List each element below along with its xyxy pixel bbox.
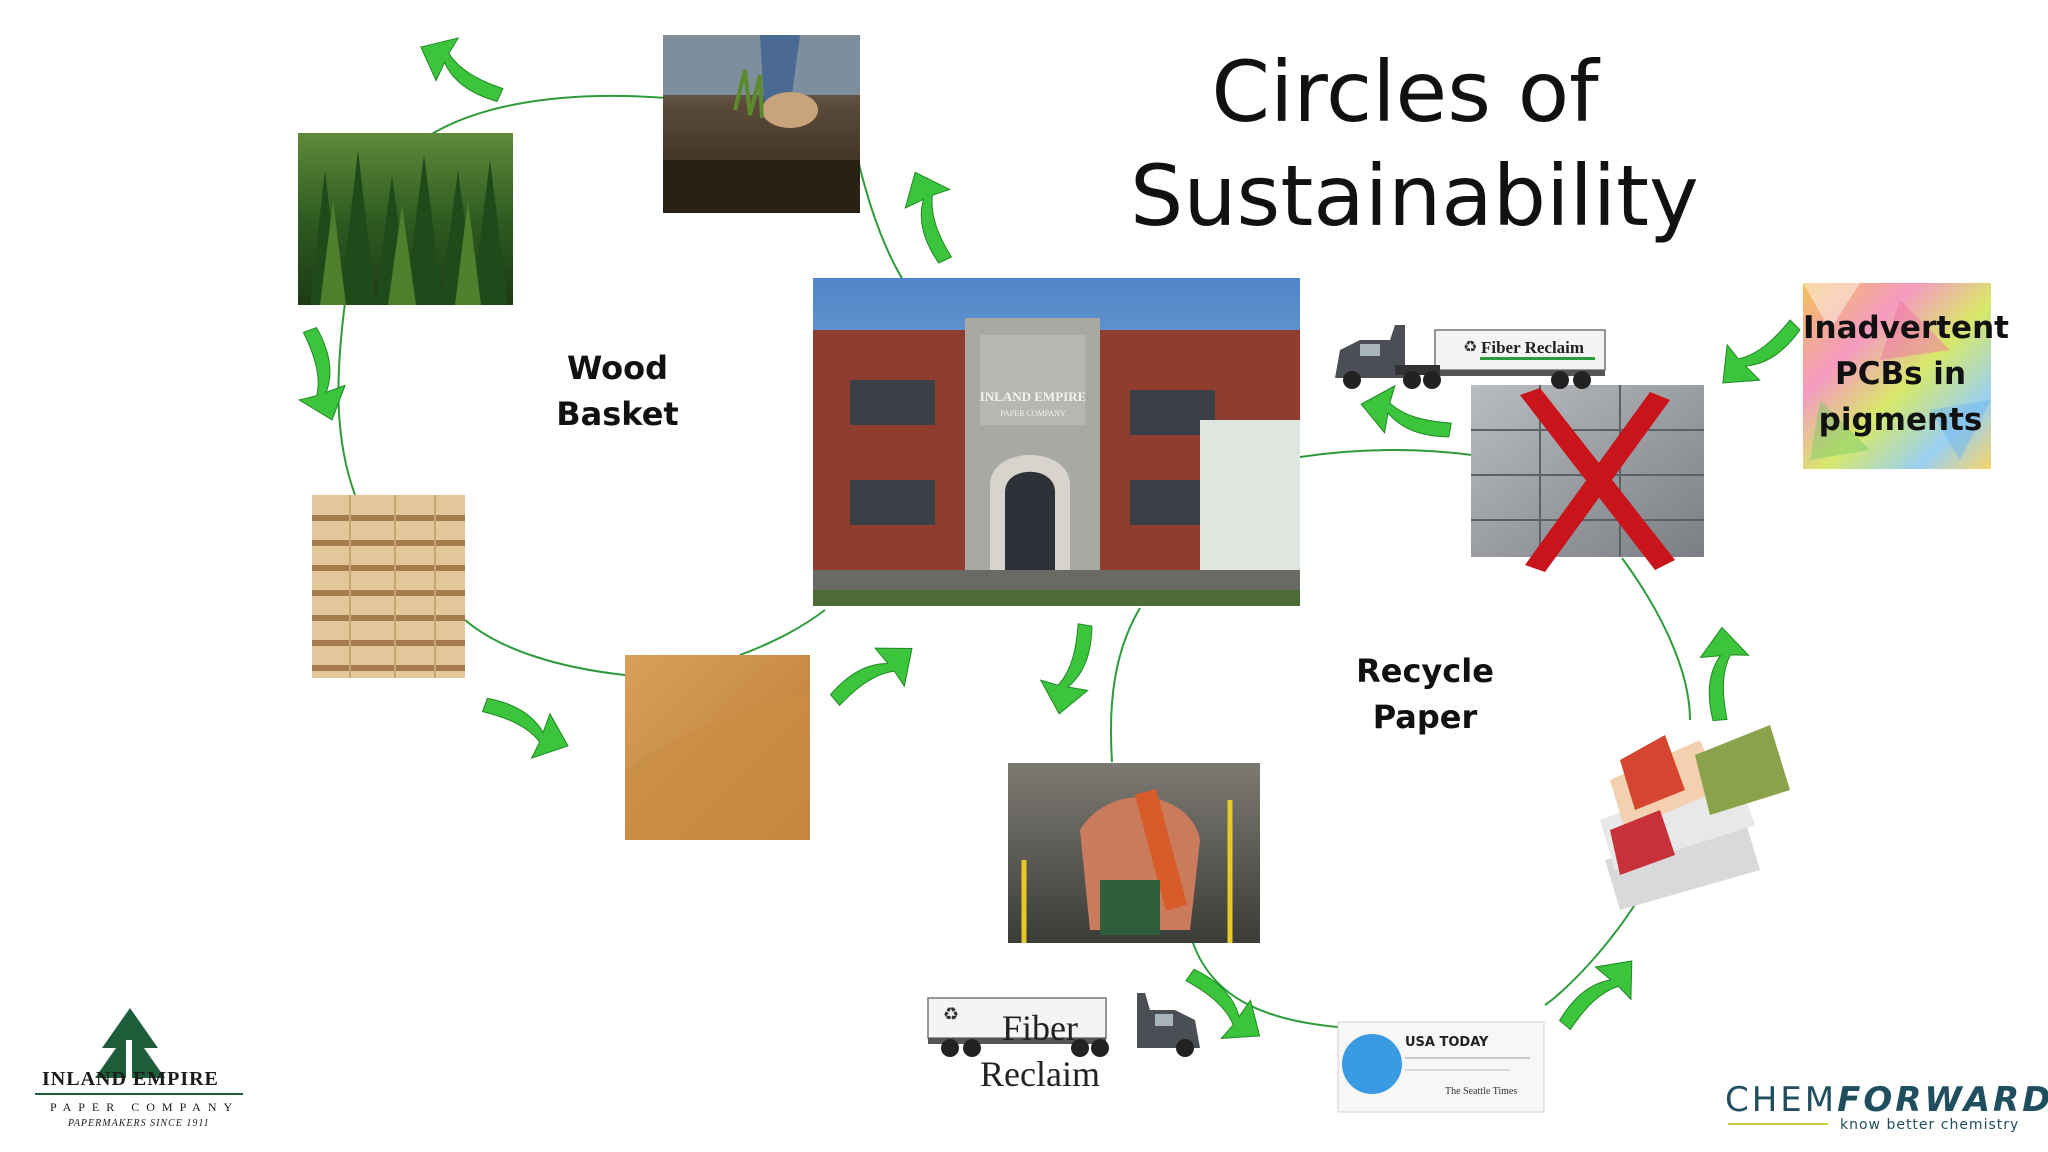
newspaper-photo: USA TODAY The Seattle Times (1337, 1021, 1545, 1113)
fiber-reclaim-truck-top: ♻ Fiber Reclaim (1335, 325, 1606, 389)
pcb-pigments-label: Inadvertent PCBs in pigments (1803, 310, 2009, 438)
mill-building-photo: INLAND EMPIRE PAPER COMPANY (813, 278, 1300, 606)
chemforward-tagline: know better chemistry (1840, 1117, 2020, 1133)
pcb-pigments-image (1803, 283, 1991, 469)
lumber-stack-photo (312, 495, 465, 678)
arrow-forest-to-lumber (297, 326, 346, 421)
arrow-mill-to-seedling (904, 171, 953, 264)
building-sign-line2: PAPER COMPANY (1000, 409, 1066, 418)
inland-empire-logo-name: INLAND EMPIRE (42, 1068, 219, 1090)
fiber-reclaim-truck-bottom: ♻ (927, 993, 1200, 1057)
newspaper-subtitle: The Seattle Times (1445, 1086, 1517, 1097)
arrow-newspaper-to-magazines (1558, 960, 1633, 1031)
wood-basket-label: Wood Basket (556, 349, 679, 433)
recycle-icon: ♻ (1463, 337, 1477, 356)
recycle-icon: ♻ (943, 1004, 959, 1025)
fiber-reclaim-truck-label: Fiber Reclaim (1481, 338, 1584, 357)
arrow-mill-to-paper-machine (1039, 623, 1093, 715)
inland-empire-logo-mark (35, 1008, 243, 1095)
arrow-magazines-to-bales (1699, 626, 1750, 722)
forest-photo (298, 133, 513, 305)
arrow-sawdust-to-mill (829, 647, 913, 707)
sawdust-photo (625, 655, 810, 840)
arrow-seedling-to-forest (420, 37, 504, 102)
recycle-paper-label: Recycle Paper (1356, 652, 1494, 736)
arrow-paper-machine-to-newspaper (1185, 968, 1261, 1039)
cycle-arrows (297, 37, 1801, 1039)
chemforward-logo-part1: CHEM (1725, 1080, 1838, 1120)
inland-empire-logo-tagline: PAPERMAKERS SINCE 1911 (68, 1118, 210, 1129)
chemforward-underline (1728, 1123, 1828, 1125)
inland-empire-logo-sub: PAPER COMPANY (50, 1100, 240, 1114)
chemforward-logo: CHEMFORWARD (1725, 1080, 2048, 1120)
arrow-lumber-to-sawdust (481, 697, 569, 760)
tree-planting-photo (663, 35, 860, 213)
wood-basket-circle (337, 94, 904, 676)
recycle-paper-circle (1109, 449, 1691, 1028)
chemforward-logo-part2: FORWARD (1837, 1080, 2048, 1120)
paper-bales-photo (1471, 385, 1704, 572)
magazines-photo (1600, 725, 1790, 910)
newspaper-masthead: USA TODAY (1405, 1035, 1489, 1050)
building-sign-line1: INLAND EMPIRE (980, 389, 1087, 404)
arrow-bales-to-mill (1360, 384, 1452, 438)
arrow-pcb-to-bales (1722, 319, 1801, 384)
fiber-reclaim-bottom-label: Fiber Reclaim (980, 1008, 1100, 1094)
red-x-mark (1520, 388, 1675, 572)
slide-title: Circles of Sustainability (1130, 43, 1699, 245)
paper-machine-photo (1008, 763, 1260, 943)
